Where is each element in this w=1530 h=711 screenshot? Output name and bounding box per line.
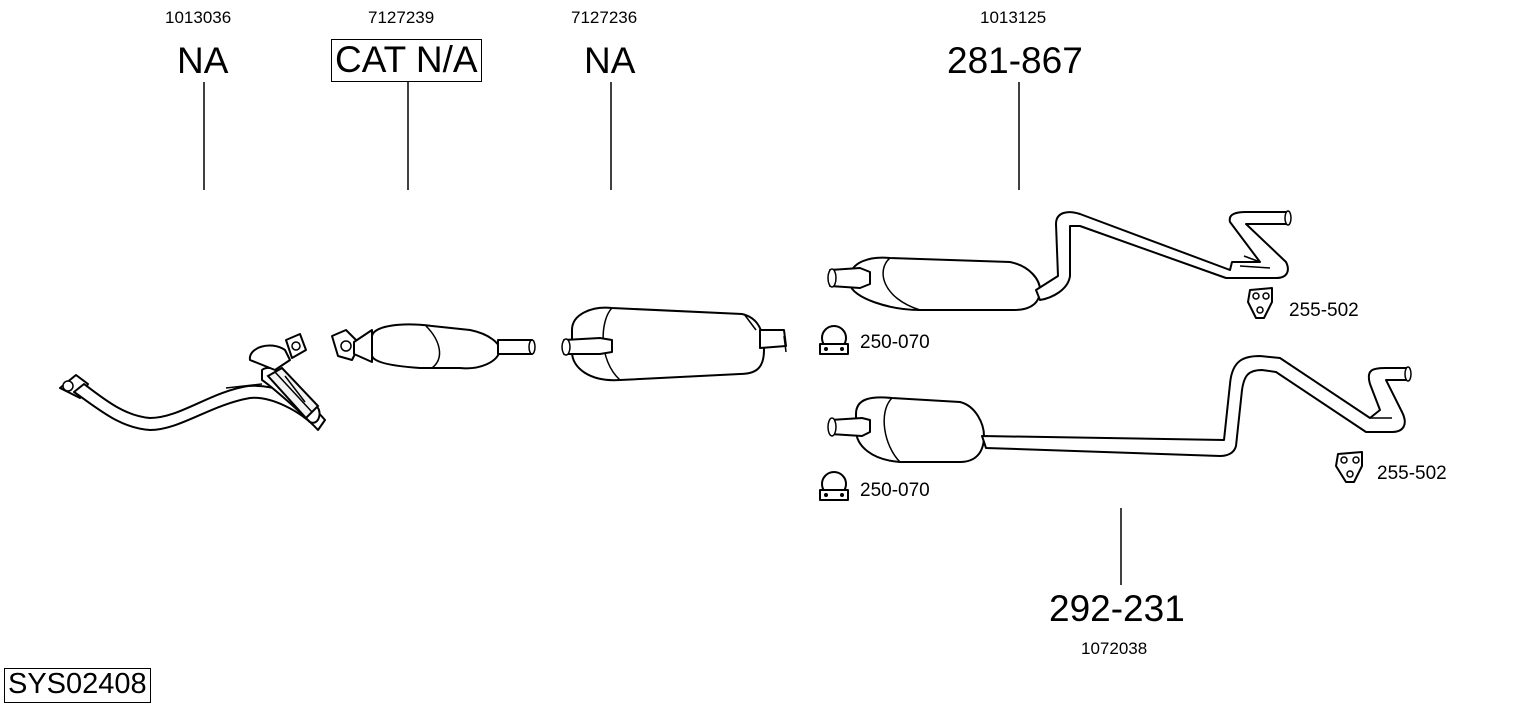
rear-silencer-lower-drawing [827, 355, 1412, 463]
part-label-rear-silencer-upper: 281-867 [947, 40, 1083, 81]
hanger-code-upper: 255-502 [1289, 300, 1359, 321]
rear-silencer-upper-drawing [827, 210, 1292, 311]
system-id: SYS02408 [4, 668, 151, 703]
middle-silencer-drawing [561, 306, 787, 382]
part-ref-catalyst: 7127239 [368, 8, 435, 27]
part-ref-front-pipe: 1013036 [165, 8, 232, 27]
part-ref-rear-silencer-upper: 1013125 [980, 8, 1047, 27]
part-label-middle-silencer: NA [584, 40, 636, 81]
hanger-code-lower: 255-502 [1377, 463, 1447, 484]
part-ref-rear-silencer-lower: 1072038 [1081, 639, 1148, 658]
front-pipe-drawing [59, 333, 326, 431]
part-label-front-pipe: NA [177, 40, 229, 81]
clamp-icon [819, 471, 849, 501]
part-label-catalyst: CAT N/A [331, 39, 482, 82]
catalyst-drawing [331, 323, 536, 370]
clamp-code-upper: 250-070 [860, 332, 930, 353]
clamp-icon [819, 325, 849, 355]
part-label-rear-silencer-lower: 292-231 [1049, 588, 1185, 629]
rubber-hanger-icon [1247, 287, 1273, 319]
rubber-hanger-icon [1335, 451, 1363, 483]
part-ref-middle-silencer: 7127236 [571, 8, 638, 27]
clamp-code-lower: 250-070 [860, 480, 930, 501]
